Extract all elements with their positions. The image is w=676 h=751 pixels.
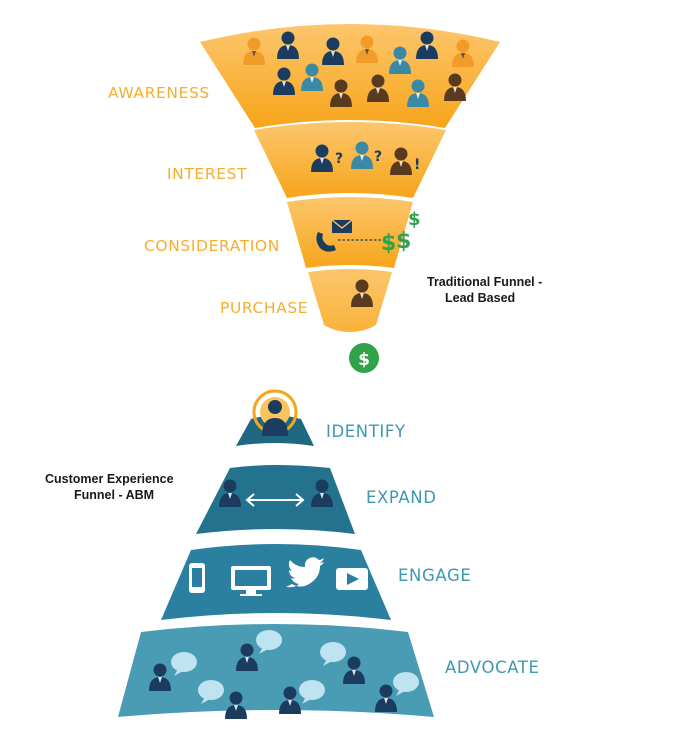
abm-pyramid: IDENTIFY EXPAND ENGAGE ADVOCATE Customer… (45, 389, 540, 719)
traditional-funnel: AWARENESS INTEREST CONSIDERATION PURCHAS… (108, 24, 542, 373)
phone-icon (316, 232, 336, 252)
video-play-icon (336, 568, 368, 590)
funnel-note-line1: Traditional Funnel - (427, 275, 542, 289)
pyramid-tier-engage (161, 544, 391, 620)
dollar-sign-icon: $ (396, 229, 411, 254)
funnel-band-interest (254, 122, 446, 198)
question-mark-icon: ? (374, 149, 382, 165)
exclamation-icon: ! (414, 157, 420, 173)
stage-label-consideration: CONSIDERATION (144, 237, 280, 255)
stage-label-expand: EXPAND (366, 488, 437, 507)
twitter-bird-icon (286, 557, 324, 588)
dollar-coin-icon: $ (349, 343, 379, 373)
stage-label-engage: ENGAGE (398, 566, 471, 585)
stage-label-purchase: PURCHASE (220, 299, 308, 317)
interest-icons: ? ? ! (311, 141, 420, 175)
question-mark-icon: ? (335, 151, 343, 167)
pyramid-note-line2: Funnel - ABM (74, 488, 154, 502)
svg-text:$: $ (358, 350, 370, 370)
funnel-note-line2: Lead Based (445, 291, 515, 305)
pyramid-tier-advocate (118, 624, 434, 717)
dollar-sign-icon: $ (408, 209, 421, 230)
stage-label-awareness: AWARENESS (108, 84, 210, 102)
funnel-band-purchase (308, 269, 392, 332)
envelope-icon (331, 219, 353, 233)
monitor-icon (231, 566, 271, 596)
dollar-sign-icon: $ (381, 231, 396, 256)
target-person-icon (252, 389, 298, 436)
stage-label-identify: IDENTIFY (326, 422, 406, 441)
phone-icon (189, 563, 205, 593)
double-arrow-icon (245, 493, 305, 507)
pyramid-note-line1: Customer Experience (45, 472, 174, 486)
stage-label-interest: INTEREST (167, 165, 247, 183)
consideration-icons: $ $ $ (316, 209, 421, 256)
stage-label-advocate: ADVOCATE (445, 658, 540, 677)
